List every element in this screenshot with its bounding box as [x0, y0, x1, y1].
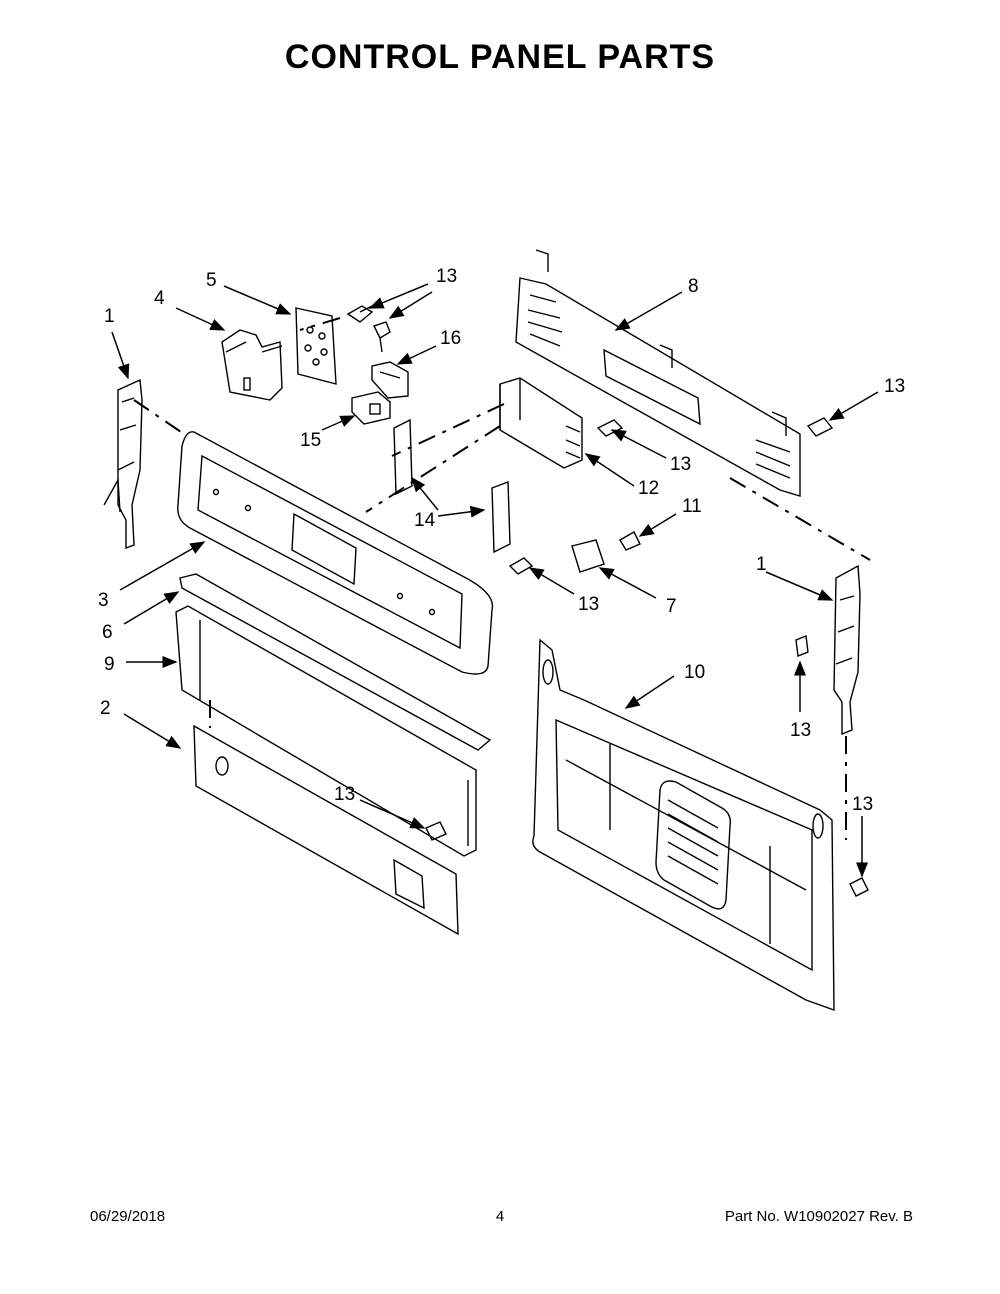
callout-13-right: 13 [884, 376, 905, 397]
callout-13-bracket: 13 [790, 720, 811, 741]
callout-13-box: 13 [670, 454, 691, 475]
part-15-connector [351, 391, 391, 425]
part-16-clip [371, 361, 409, 399]
footer-part-number: Part No. W10902027 Rev. B [724, 1208, 913, 1225]
part-3-control-panel [177, 431, 494, 675]
footer-date: 06/29/2018 [90, 1208, 166, 1225]
screw-2 [425, 821, 447, 841]
screw-top-a [346, 305, 374, 323]
part-14-bracket-b [491, 481, 511, 554]
part-12-control-box [499, 377, 583, 469]
screw-8 [806, 417, 834, 437]
callout-4: 4 [154, 288, 165, 309]
screw-1-right [795, 635, 809, 657]
callout-6: 6 [102, 622, 113, 643]
alignment-lines [133, 317, 871, 840]
part-14-bracket-a [393, 418, 413, 496]
callout-10: 10 [684, 662, 705, 683]
callout-13-top: 13 [436, 266, 457, 287]
part-2-shield [193, 724, 459, 936]
part-6-trim [179, 573, 492, 751]
part-4-bracket [221, 329, 283, 401]
part-7-switch [571, 539, 605, 573]
callout-11: 11 [682, 496, 702, 517]
part-8-rear-panel [515, 249, 801, 497]
callout-1-left: 1 [104, 306, 115, 327]
page-title: CONTROL PANEL PARTS [284, 38, 716, 76]
footer-page-number: 4 [495, 1208, 505, 1225]
screw-12 [596, 419, 624, 437]
callout-16: 16 [440, 328, 461, 349]
callout-7: 7 [666, 596, 677, 617]
part-10-rear-panel [532, 638, 835, 1011]
callout-labels: 1 4 5 13 16 15 8 13 13 12 14 11 3 13 7 6… [98, 266, 905, 815]
callout-5: 5 [206, 270, 217, 291]
callout-9: 9 [104, 654, 115, 675]
screw-top-b [373, 321, 391, 353]
part-9-channel [175, 605, 477, 857]
leader-arrows [111, 283, 879, 878]
callout-13-panel: 13 [578, 594, 599, 615]
part-1-right-bracket [833, 564, 861, 736]
callout-13-rear: 13 [852, 794, 873, 815]
part-1-left-bracket [103, 378, 143, 550]
screw-11 [619, 531, 641, 551]
callout-12: 12 [638, 478, 659, 499]
screw-10 [849, 877, 869, 897]
callout-3: 3 [98, 590, 109, 611]
callout-1-right: 1 [756, 554, 767, 575]
screw-3 [508, 557, 534, 575]
callout-8: 8 [688, 276, 699, 297]
callout-14: 14 [414, 510, 436, 531]
part-5-board [295, 307, 337, 385]
callout-15: 15 [300, 430, 321, 451]
callout-2: 2 [100, 698, 111, 719]
callout-13-shield: 13 [334, 784, 355, 805]
